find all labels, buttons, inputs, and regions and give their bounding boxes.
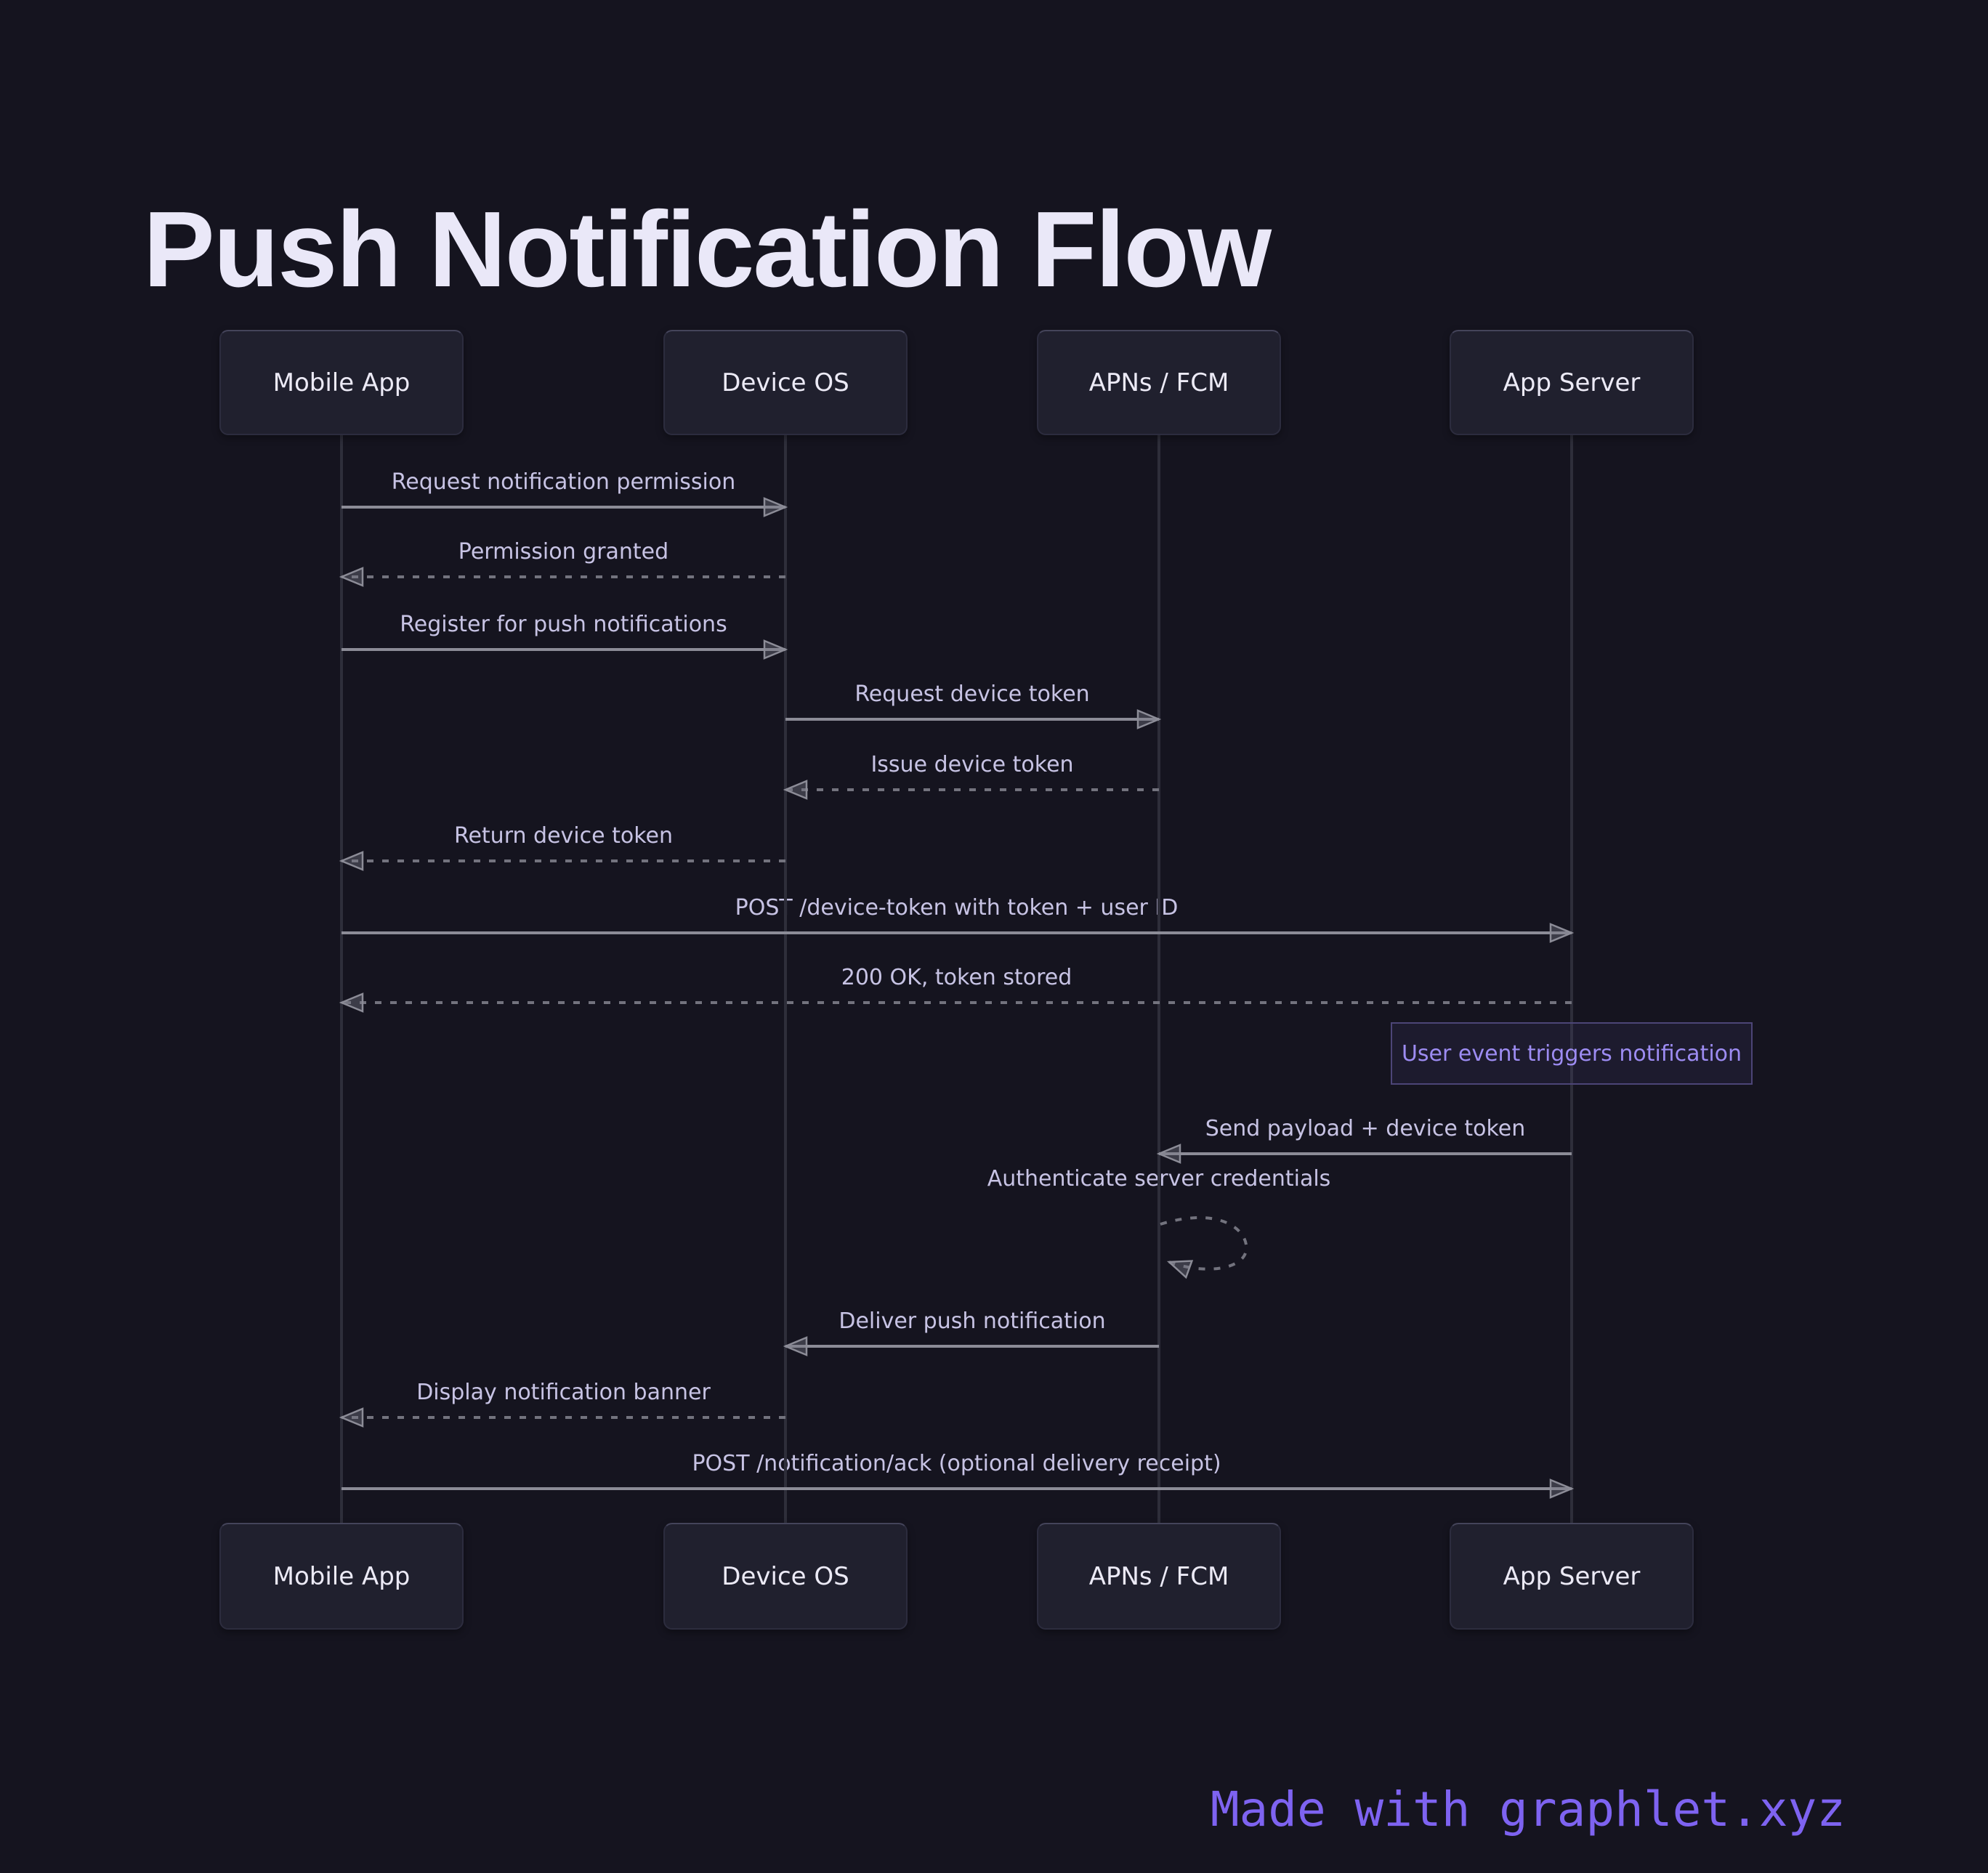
actor-mobile-app-top: Mobile App <box>219 330 464 435</box>
actor-app-server-top: App Server <box>1450 330 1694 435</box>
message-label: 200 OK, token stored <box>841 965 1072 990</box>
message-label: POST /device-token with token + user ID <box>735 895 1179 921</box>
actor-label: Mobile App <box>272 368 411 397</box>
note-user-event: User event triggers notification <box>1391 1022 1753 1085</box>
actor-apns-fcm-top: APNs / FCM <box>1037 330 1281 435</box>
message-label: Request device token <box>854 681 1090 707</box>
actor-mobile-app-bottom: Mobile App <box>219 1523 464 1630</box>
message-label: Display notification banner <box>416 1380 711 1405</box>
actor-device-os-top: Device OS <box>663 330 908 435</box>
message-label: Permission granted <box>458 539 669 565</box>
message-label: Issue device token <box>870 752 1074 777</box>
actor-app-server-bottom: App Server <box>1450 1523 1694 1630</box>
actor-device-os-bottom: Device OS <box>663 1523 908 1630</box>
actor-label: App Server <box>1503 368 1641 397</box>
self-message-arrow <box>1160 1216 1248 1279</box>
actor-label: Mobile App <box>272 1561 411 1591</box>
message-label: Request notification permission <box>391 469 736 495</box>
actor-label: APNs / FCM <box>1088 1561 1229 1591</box>
actor-apns-fcm-bottom: APNs / FCM <box>1037 1523 1281 1630</box>
message-label: Register for push notifications <box>400 612 727 637</box>
message-label: Return device token <box>453 823 674 849</box>
message-label: Send payload + device token <box>1205 1116 1526 1141</box>
message-label: Deliver push notification <box>839 1308 1106 1334</box>
made-with-credit-link[interactable]: Made with graphlet.xyz <box>1210 1781 1846 1837</box>
actor-label: APNs / FCM <box>1088 368 1229 397</box>
page-title: Push Notification Flow <box>143 190 1272 310</box>
actor-label: Device OS <box>722 368 849 397</box>
note-label: User event triggers notification <box>1401 1040 1742 1067</box>
message-label: POST /notification/ack (optional deliver… <box>692 1451 1221 1476</box>
actor-label: Device OS <box>722 1561 849 1591</box>
actor-label: App Server <box>1503 1561 1641 1591</box>
